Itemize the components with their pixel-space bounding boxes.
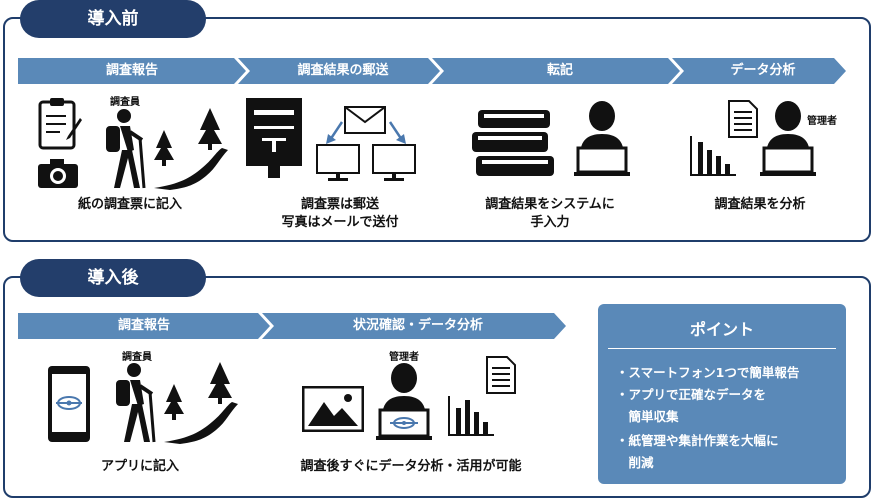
bar-graph-icon: [690, 136, 736, 176]
hiker-icon: [116, 363, 156, 443]
before-step-2: 調査結果の郵送: [297, 63, 389, 78]
tree-path-icon: [164, 362, 238, 444]
points-title: ポイント: [689, 320, 754, 339]
after-step-2: 状況確認・データ分析: [352, 318, 483, 333]
points-box: ポイント ・スマートフォン1つで簡単報告 ・アプリで正確なデータを 簡単収集 ・…: [598, 304, 846, 484]
caption-analyze: 調査結果を分析: [714, 197, 806, 212]
before-step-4: データ分析: [730, 63, 796, 78]
before-step-3: 転記: [546, 63, 573, 78]
points-item: ・紙管理や集計作業を大幅に: [616, 433, 779, 448]
camera-icon: [38, 159, 78, 188]
send-arrows: [326, 121, 406, 144]
envelope-icon: [344, 106, 386, 134]
before-role-manager: 管理者: [807, 116, 837, 127]
points-divider: [608, 348, 836, 349]
after-step-arrows: [18, 313, 566, 339]
caption-mail-1: 調査票は郵送: [300, 197, 379, 212]
points-item: 削減: [616, 455, 654, 470]
monitor-icon: [372, 144, 416, 181]
person-laptop-app-icon: [376, 363, 432, 440]
before-title: 導入前: [20, 0, 206, 38]
photo-icon: [302, 386, 364, 432]
before-step-bar: 調査報告 調査結果の郵送 転記 データ分析: [18, 58, 848, 84]
document-icon: [486, 356, 516, 394]
caption-analysis: 調査後すぐにデータ分析・活用が可能: [300, 459, 522, 474]
person-laptop-icon: [574, 101, 630, 176]
after-role-surveyor: 調査員: [122, 352, 152, 363]
books-icon: [472, 110, 554, 176]
smartphone-icon: [48, 366, 90, 442]
person-laptop-icon: [760, 101, 816, 176]
caption-transcribe-1: 調査結果をシステムに: [485, 197, 615, 212]
before-role-surveyor: 調査員: [110, 97, 140, 108]
mailbox-icon: [246, 98, 302, 178]
after-step-1: 調査報告: [117, 318, 170, 333]
after-title: 導入後: [20, 259, 206, 297]
points-item: ・スマートフォン1つで簡単報告: [616, 365, 800, 380]
caption-app: アプリに記入: [100, 459, 179, 474]
after-role-manager: 管理者: [389, 352, 419, 363]
after-step-bar: 調査報告 状況確認・データ分析: [18, 313, 568, 339]
caption-paper: 紙の調査票に記入: [77, 197, 182, 212]
hiker-icon: [106, 109, 146, 189]
clipboard-icon: [38, 98, 82, 150]
tree-path-icon: [154, 108, 228, 190]
caption-mail-2: 写真はメールで送付: [281, 215, 399, 230]
document-icon: [728, 100, 758, 138]
monitor-icon: [316, 144, 360, 181]
after-panel: [3, 276, 871, 498]
points-item: ・アプリで正確なデータを: [616, 387, 767, 402]
before-step-arrows: [18, 58, 846, 84]
points-item: 簡単収集: [616, 409, 679, 424]
before-step-1: 調査報告: [105, 63, 158, 78]
before-panel: [3, 17, 871, 242]
caption-transcribe-2: 手入力: [530, 215, 570, 230]
bar-graph-icon: [448, 396, 494, 436]
